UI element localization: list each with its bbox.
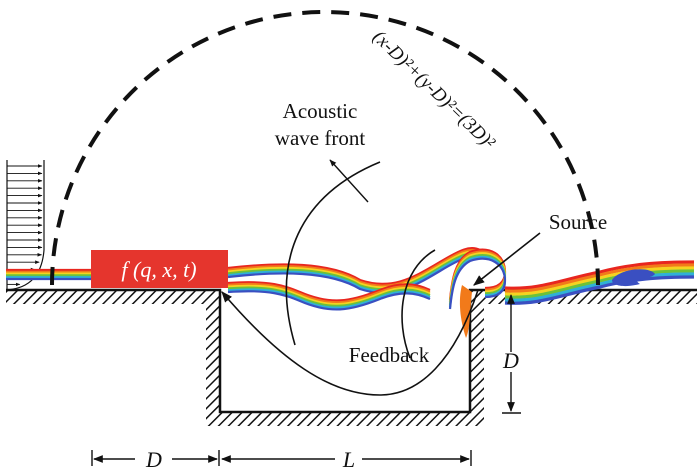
shear-band [504, 269, 695, 299]
circle-equation: (x-D)²+(y-D)²=(3D)² [369, 26, 500, 153]
wave-direction-arrow [329, 159, 369, 203]
shear-band [227, 288, 431, 309]
shear-band [227, 284, 431, 306]
cavity-length-label: L [342, 447, 355, 470]
shear-band [504, 263, 695, 293]
feedback-arrow [221, 289, 479, 396]
downstream-eddy [612, 269, 655, 287]
source-label: Source [549, 210, 607, 234]
shear-band [448, 257, 507, 310]
feedback-label: Feedback [349, 343, 430, 367]
forcing-box: f (q, x, t) [91, 250, 228, 288]
radiation-circle [50, 10, 600, 286]
wave-front-label-line2: wave front [275, 126, 366, 150]
length-dimensions: D L [91, 447, 472, 470]
upstream-length-label: D [145, 447, 162, 470]
shear-band [227, 286, 431, 307]
shear-band [227, 281, 431, 302]
shear-band [504, 275, 695, 305]
shear-band [504, 272, 695, 302]
shear-band [504, 266, 695, 296]
shear-band [227, 248, 481, 287]
forcing-label: f (q, x, t) [121, 257, 196, 282]
shear-band [504, 260, 695, 290]
acoustic-wave-fronts [285, 159, 436, 359]
shear-band [227, 246, 481, 286]
wave-front-label-line1: Acoustic [283, 99, 358, 123]
shear-band [227, 282, 431, 304]
vortex-tongue [459, 285, 472, 338]
hatched-wall [6, 290, 697, 426]
shear-layer [6, 246, 695, 338]
depth-dimension: D [502, 294, 521, 414]
depth-label: D [502, 348, 519, 373]
source-arrow [473, 232, 541, 286]
